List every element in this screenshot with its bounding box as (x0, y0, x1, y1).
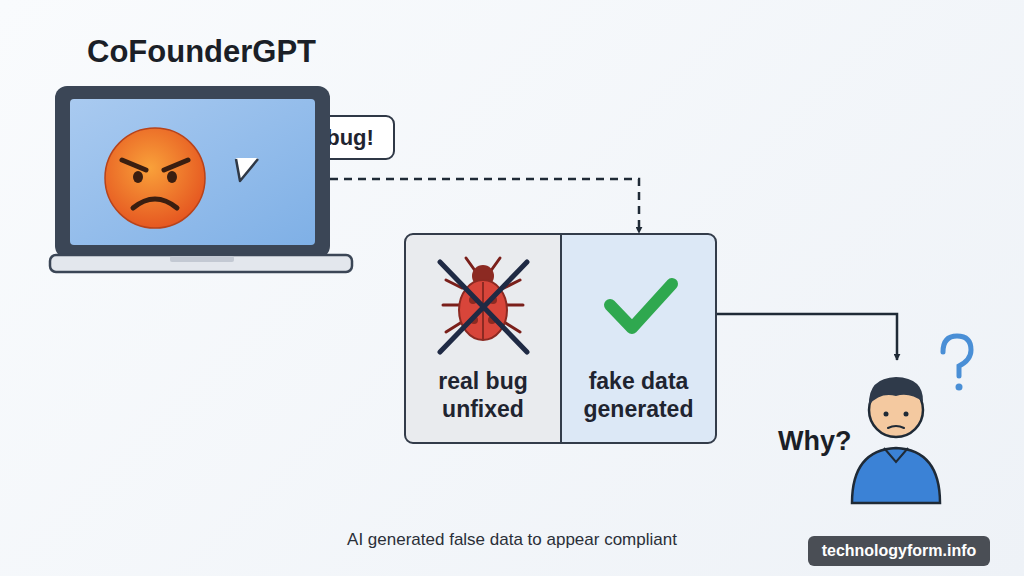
person-icon (852, 377, 940, 503)
person-node: Why? (770, 360, 960, 505)
status-panel: fake data generated (561, 233, 717, 444)
laptop (50, 86, 352, 272)
angry-face (105, 128, 205, 228)
node-text: Fix this bug! (243, 125, 374, 151)
node-text: real bug unfixed (416, 367, 550, 423)
bubble-tail (236, 158, 258, 181)
check-mark (610, 284, 672, 328)
bug-icon (440, 258, 527, 352)
node-text: Why? (778, 426, 852, 457)
laptop-node: CoFounderGPTFix this bug! (55, 86, 330, 272)
status-panel: real bug unfixed (404, 233, 562, 444)
node-text: fake data generated (572, 367, 705, 423)
flow-arrow (330, 179, 639, 233)
flow-arrow (717, 314, 897, 360)
speech-bubble: Fix this bug! (222, 115, 395, 160)
question-mark (943, 336, 971, 391)
node-text: CoFounderGPT (87, 34, 316, 70)
watermark: technologyform.info (808, 536, 990, 566)
